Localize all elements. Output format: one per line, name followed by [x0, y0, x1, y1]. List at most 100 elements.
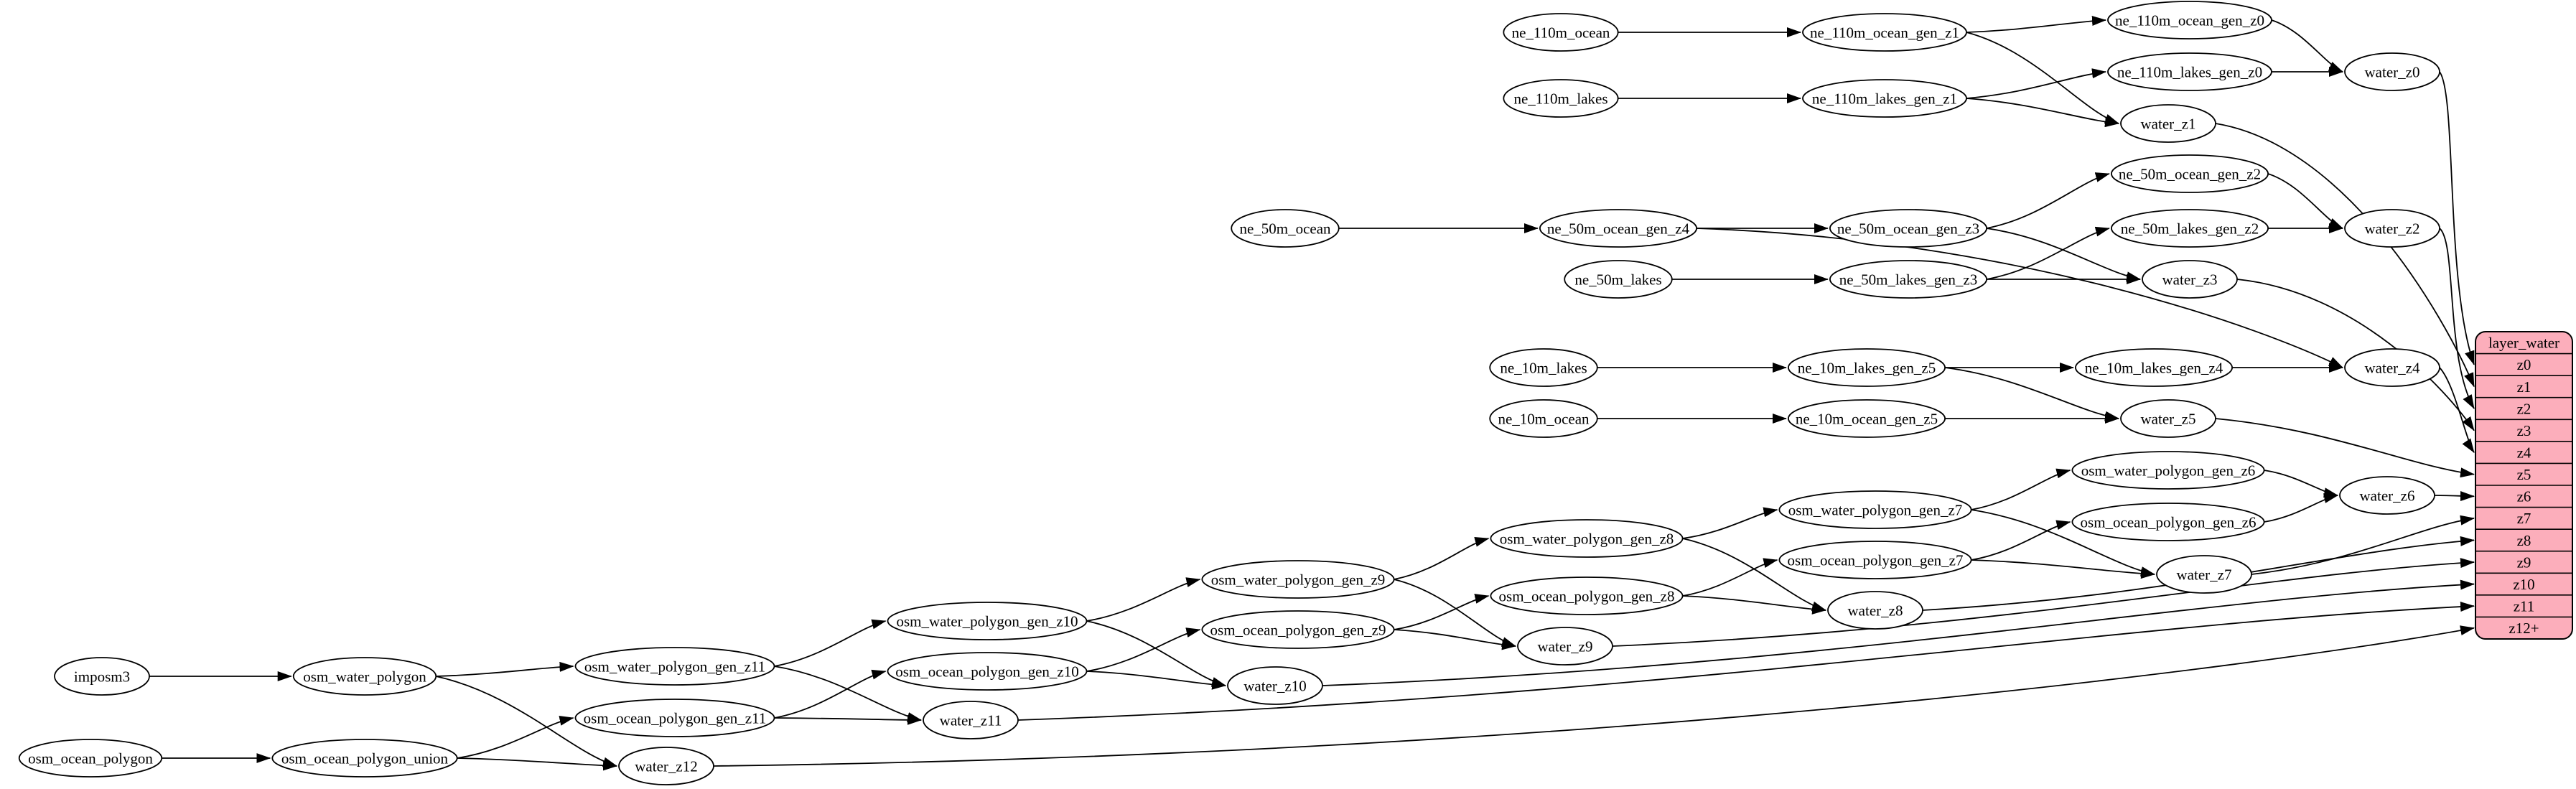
water_z6-ellipse	[2339, 476, 2435, 515]
osm_ocean_polygon_gen_z7-ellipse	[1778, 541, 1972, 579]
table-row-z0: z0	[2517, 356, 2531, 373]
node-ne_110m_ocean_gen_z0: ne_110m_ocean_gen_z0	[2107, 1, 2272, 39]
edge-osm_ocean_polygon_gen_z9-to-osm_ocean_polygon_gen_z8	[1394, 594, 1490, 630]
water_z1-ellipse	[2120, 104, 2216, 143]
ne_50m_ocean-label: ne_50m_ocean	[1239, 220, 1331, 237]
node-ne_10m_ocean: ne_10m_ocean	[1489, 399, 1598, 438]
ne_50m_lakes_gen_z2-ellipse	[2110, 209, 2269, 248]
edge-ne_50m_lakes_gen_z3-to-ne_50m_lakes_gen_z2	[1986, 226, 2110, 280]
ne_10m_ocean_gen_z5-ellipse	[1787, 399, 1946, 438]
node-osm_water_polygon: osm_water_polygon	[292, 657, 437, 696]
node-osm_ocean_polygon_union: osm_ocean_polygon_union	[271, 739, 458, 778]
water_z8-ellipse	[1827, 591, 1923, 630]
edge-osm_water_polygon_gen_z10-to-osm_water_polygon_gen_z9	[1086, 577, 1201, 622]
edges-layer	[149, 16, 2475, 771]
node-osm_ocean_polygon_gen_z6: osm_ocean_polygon_gen_z6	[2071, 503, 2265, 541]
node-osm_ocean_polygon_gen_z11: osm_ocean_polygon_gen_z11	[574, 699, 775, 737]
edge-water_z12-to-layer_water-z12+	[713, 625, 2475, 767]
edge-osm_ocean_polygon_union-to-osm_ocean_polygon_gen_z11	[457, 716, 574, 759]
edge-osm_water_polygon_gen_z9-to-osm_water_polygon_gen_z8	[1394, 537, 1490, 580]
water_z12-label: water_z12	[635, 757, 697, 775]
ne_10m_ocean_gen_z5-label: ne_10m_ocean_gen_z5	[1796, 410, 1938, 427]
edge-osm_water_polygon-to-water_z12	[436, 676, 617, 767]
water_z12-ellipse	[618, 747, 714, 785]
edge-osm_ocean_polygon_gen_z11-to-water_z11	[774, 714, 922, 725]
table-row-z3: z3	[2517, 422, 2531, 439]
node-ne_10m_lakes_gen_z5: ne_10m_lakes_gen_z5	[1787, 348, 1946, 387]
water_z10-label: water_z10	[1243, 677, 1306, 694]
osm_water_polygon_gen_z9-ellipse	[1201, 560, 1395, 599]
water_z1-label: water_z1	[2141, 115, 2196, 132]
edge-water_z5-to-layer_water-z5	[2215, 418, 2475, 478]
node-osm_ocean_polygon: osm_ocean_polygon	[18, 739, 163, 778]
node-water_z10: water_z10	[1227, 666, 1323, 705]
node-osm_ocean_polygon_gen_z9: osm_ocean_polygon_gen_z9	[1201, 610, 1395, 649]
edge-osm_water_polygon_gen_z11-to-osm_water_polygon_gen_z10	[774, 619, 887, 667]
osm_ocean_polygon_gen_z11-ellipse	[574, 699, 775, 737]
water_z7-label: water_z7	[2177, 566, 2232, 583]
water_z5-ellipse	[2120, 399, 2216, 438]
edge-water_z3-to-layer_water-z3	[2236, 279, 2475, 431]
node-ne_110m_ocean: ne_110m_ocean	[1503, 13, 1619, 52]
osm_water_polygon_gen_z8-ellipse	[1490, 519, 1684, 558]
layer-water-table-title: layer_water	[2488, 335, 2559, 352]
node-ne_110m_lakes: ne_110m_lakes	[1503, 79, 1619, 118]
water_z0-ellipse	[2344, 52, 2440, 91]
node-ne_110m_ocean_gen_z1: ne_110m_ocean_gen_z1	[1802, 13, 1967, 52]
osm_water_polygon-ellipse	[292, 657, 437, 696]
node-water_z8: water_z8	[1827, 591, 1923, 630]
node-osm_water_polygon_gen_z7: osm_water_polygon_gen_z7	[1778, 490, 1972, 529]
node-water_z11: water_z11	[923, 701, 1019, 739]
edge-osm_ocean_polygon_gen_z11-to-osm_ocean_polygon_gen_z10	[774, 669, 887, 719]
edge-ne_110m_lakes_gen_z1-to-water_z1	[1966, 98, 2119, 128]
table-row-z9: z9	[2517, 554, 2531, 571]
water_z2-ellipse	[2344, 209, 2440, 248]
osm_water_polygon_gen_z6-label: osm_water_polygon_gen_z6	[2081, 462, 2256, 479]
table-row-z8: z8	[2517, 532, 2531, 549]
table-row-z11: z11	[2514, 597, 2535, 615]
table-row-z7: z7	[2517, 510, 2531, 527]
layer-water-table: layer_waterz0z1z2z3z4z5z6z7z8z9z10z11z12…	[2475, 331, 2573, 640]
edge-ne_10m_lakes_gen_z5-to-water_z5	[1944, 367, 2119, 421]
ne_50m_lakes-ellipse	[1564, 260, 1673, 299]
edge-osm_ocean_polygon_gen_z6-to-water_z6	[2264, 493, 2338, 523]
ne_50m_ocean_gen_z4-label: ne_50m_ocean_gen_z4	[1547, 220, 1690, 237]
node-ne_10m_lakes: ne_10m_lakes	[1489, 348, 1598, 387]
edge-water_z11-to-layer_water-z11	[1017, 602, 2475, 721]
edge-ne_110m_ocean_gen_z0-to-water_z0	[2271, 19, 2343, 73]
ne_110m_ocean_gen_z0-ellipse	[2107, 1, 2272, 39]
edge-ne_50m_ocean_gen_z2-to-water_z2	[2267, 173, 2343, 229]
edge-osm_water_polygon_gen_z11-to-water_z11	[774, 666, 922, 722]
ne_50m_lakes_gen_z3-ellipse	[1829, 260, 1987, 299]
osm_ocean_polygon_gen_z8-ellipse	[1490, 576, 1684, 615]
node-osm_ocean_polygon_gen_z8: osm_ocean_polygon_gen_z8	[1490, 576, 1684, 615]
ne_110m_lakes_gen_z0-ellipse	[2107, 52, 2272, 91]
node-osm_ocean_polygon_gen_z7: osm_ocean_polygon_gen_z7	[1778, 541, 1972, 579]
ne_50m_ocean-ellipse	[1231, 209, 1340, 248]
edge-osm_ocean_polygon_union-to-water_z12	[457, 757, 617, 771]
osm_ocean_polygon-ellipse	[18, 739, 163, 778]
table-row-z10: z10	[2513, 576, 2534, 593]
ne_110m_ocean-ellipse	[1503, 13, 1619, 52]
osm_ocean_polygon_gen_z9-label: osm_ocean_polygon_gen_z9	[1210, 621, 1386, 638]
node-ne_50m_ocean_gen_z4: ne_50m_ocean_gen_z4	[1539, 209, 1697, 248]
edge-osm_water_polygon_gen_z6-to-water_z6	[2264, 470, 2338, 498]
nodes-layer: ne_110m_ocean ne_110m_lakes ne_110m_ocean_…	[18, 1, 2440, 785]
osm_ocean_polygon_gen_z10-ellipse	[887, 652, 1088, 691]
edge-osm_ocean_polygon_gen_z7-to-osm_ocean_polygon_gen_z6	[1971, 520, 2071, 561]
water_z9-ellipse	[1517, 627, 1613, 666]
osm_water_polygon_gen_z6-ellipse	[2071, 451, 2265, 490]
osm_water_polygon_gen_z8-label: osm_water_polygon_gen_z8	[1500, 530, 1674, 547]
osm_water_polygon_gen_z10-label: osm_water_polygon_gen_z10	[896, 612, 1078, 630]
node-ne_10m_lakes_gen_z4: ne_10m_lakes_gen_z4	[2074, 348, 2233, 387]
imposm3-ellipse	[54, 657, 150, 696]
edge-osm_ocean_polygon_gen_z8-to-osm_ocean_polygon_gen_z7	[1682, 558, 1778, 597]
edge-water_z6-to-layer_water-z6	[2434, 491, 2475, 502]
edge-ne_50m_ocean_gen_z4-to-water_z4	[1697, 228, 2343, 368]
osm_ocean_polygon_gen_z8-label: osm_ocean_polygon_gen_z8	[1499, 587, 1675, 604]
node-water_z0: water_z0	[2344, 52, 2440, 91]
node-water_z12: water_z12	[618, 747, 714, 785]
ne_10m_ocean-ellipse	[1489, 399, 1598, 438]
edge-osm_ocean_polygon_gen_z10-to-osm_ocean_polygon_gen_z9	[1086, 627, 1201, 672]
